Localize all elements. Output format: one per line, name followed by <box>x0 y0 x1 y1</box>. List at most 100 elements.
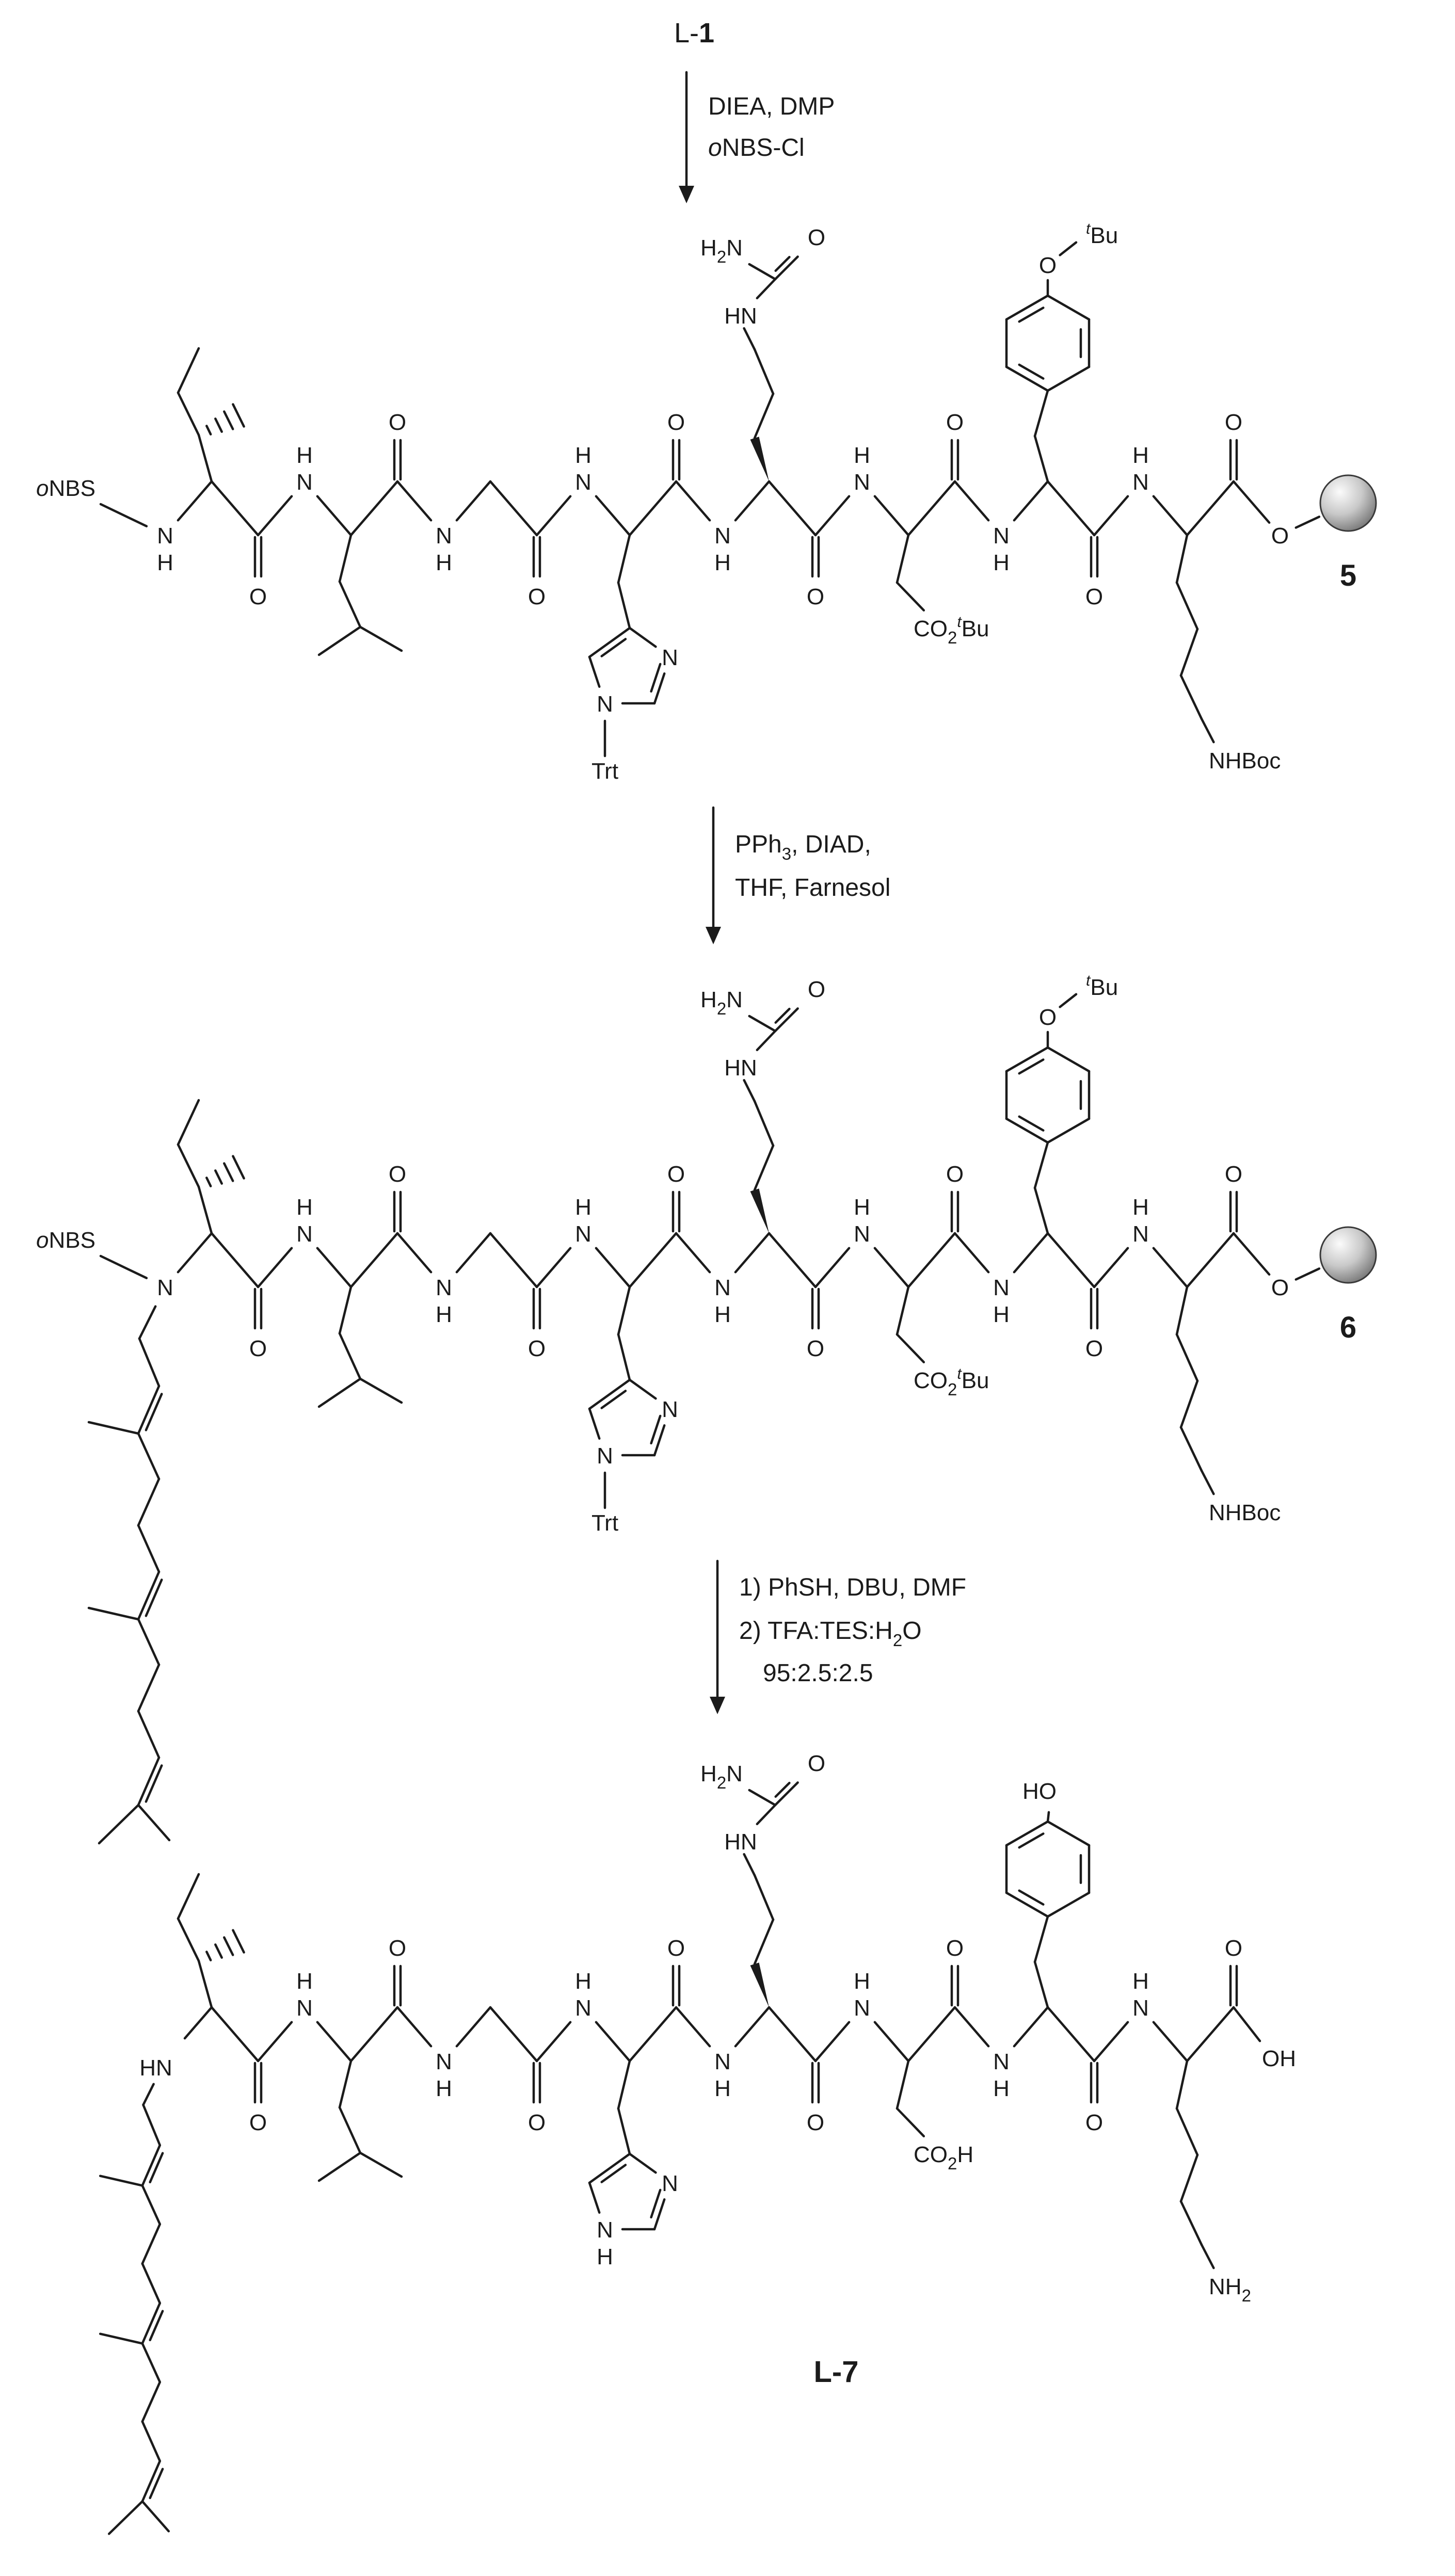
ring-double-bond <box>1018 1058 1045 1075</box>
hash-wedge-bond <box>232 403 245 428</box>
bond <box>628 626 657 648</box>
bond <box>1179 674 1203 720</box>
carbonyl-O-label: O <box>946 1162 964 1187</box>
amide-N-label: N <box>575 1221 591 1247</box>
label-part: NBS <box>49 1228 95 1253</box>
double-bond <box>137 1570 161 1621</box>
amide-N-label: N <box>1132 470 1149 495</box>
imidazole-N3-label: N <box>662 1397 678 1422</box>
backbone-bond <box>489 2006 538 2063</box>
backbone-bond <box>535 2021 572 2063</box>
imidazole-N1-label: N <box>597 1443 613 1469</box>
structure-compound-L7: NHNHNHNHNHNHNHOOOOOOOOHNNNHHNOH2NCO2HHON… <box>99 1751 1296 2535</box>
backbone-bond <box>1186 2006 1235 2063</box>
amide-N-label: N <box>436 2049 452 2074</box>
step1-reagent-line2: oNBS-Cl <box>708 134 805 162</box>
reaction-arrow-head <box>679 186 694 203</box>
amide-H-label: H <box>993 550 1010 575</box>
backbone-bond <box>316 2021 353 2063</box>
bond <box>617 581 631 630</box>
carbonyl-O-label: O <box>249 584 267 609</box>
backbone-bond <box>177 1232 213 1274</box>
ester-O-label: O <box>1271 1275 1289 1300</box>
bond <box>87 1421 140 1435</box>
amide-H-label: H <box>854 443 870 468</box>
backbone-bond <box>1186 480 1235 537</box>
bond <box>588 2181 601 2214</box>
bond <box>1046 1811 1050 1823</box>
amide-N-label: N <box>296 1221 313 1247</box>
bond <box>756 1804 777 1826</box>
bond <box>359 1377 403 1404</box>
bond <box>1059 993 1078 1008</box>
hash-wedge-bond <box>232 1155 245 1180</box>
ring-double-bond <box>600 1390 627 1409</box>
bond <box>177 391 200 437</box>
bond <box>1005 365 1049 392</box>
bond <box>753 1918 775 1966</box>
bond <box>137 1524 161 1573</box>
bond <box>1200 717 1215 744</box>
label-part: 2 <box>893 1631 902 1650</box>
bond <box>338 2059 353 2109</box>
backbone-bond <box>675 1232 711 1274</box>
bond <box>137 1710 161 1759</box>
amide-H-label: H <box>296 1969 313 1994</box>
amide-H-label: H <box>714 550 731 575</box>
bond <box>137 1618 161 1666</box>
backbone-bond <box>1232 1232 1271 1276</box>
amide-N-label: N <box>296 470 313 495</box>
bond <box>588 626 631 658</box>
compound-number: 6 <box>1340 1311 1356 1344</box>
bond <box>1294 1267 1321 1281</box>
label-part: N <box>726 1761 743 1786</box>
structure-compound-6: NHNHNHNHNHNHNHOOOOOOOOoNBSNNNTrtHNOH2NCO… <box>36 972 1377 1845</box>
carbonyl-O-label: O <box>389 1162 406 1187</box>
bond <box>141 2342 162 2384</box>
double-bond <box>141 2459 162 2503</box>
bond <box>1033 1186 1049 1235</box>
boc-amine-label: NHBoc <box>1209 1500 1281 1525</box>
ring-double-bond <box>600 638 627 657</box>
bond <box>197 1185 213 1235</box>
backbone-bond <box>907 480 956 537</box>
ring-double-bond <box>600 2164 627 2183</box>
wedge-bond <box>750 437 769 481</box>
bond <box>338 580 362 629</box>
double-bond <box>141 2301 162 2345</box>
bond <box>896 1333 925 1363</box>
backbone-bond <box>873 2021 910 2063</box>
boc-amine-label: NHBoc <box>1209 748 1281 774</box>
backbone-bond <box>768 480 817 537</box>
backbone-bond <box>628 1232 678 1289</box>
backbone-bond <box>814 2021 851 2063</box>
bond <box>1046 1891 1091 1918</box>
tbu-ester-label: CO2tBu <box>914 1365 989 1399</box>
carbonyl-O-label: O <box>946 1936 964 1961</box>
bond <box>1179 2153 1199 2203</box>
ring-double-bond <box>650 663 662 693</box>
backbone-bond <box>349 480 399 537</box>
bond <box>1200 2243 1215 2269</box>
bond <box>138 1305 157 1340</box>
backbone-bond <box>257 2021 293 2063</box>
step2-reagent-line1: PPh3, DIAD, <box>735 831 871 863</box>
bond <box>338 534 353 583</box>
bond <box>1005 1046 1049 1073</box>
amide-N-label: N <box>854 1221 870 1247</box>
bond <box>177 347 200 394</box>
backbone-bond <box>210 480 260 537</box>
bond <box>617 1333 631 1381</box>
backbone-bond <box>183 2006 213 2040</box>
carbonyl-O-label: O <box>1225 1936 1242 1961</box>
hash-wedge-bond <box>223 1936 234 1956</box>
double-bond <box>137 1756 161 1807</box>
bond <box>896 1285 910 1336</box>
backbone-bond <box>814 495 851 537</box>
backbone-bond <box>1093 495 1129 537</box>
backbone-bond <box>953 480 990 522</box>
bond <box>177 1143 200 1188</box>
label-part: Bu <box>962 1368 989 1393</box>
hash-wedge-bond <box>205 1177 212 1187</box>
backbone-bond <box>257 495 293 537</box>
